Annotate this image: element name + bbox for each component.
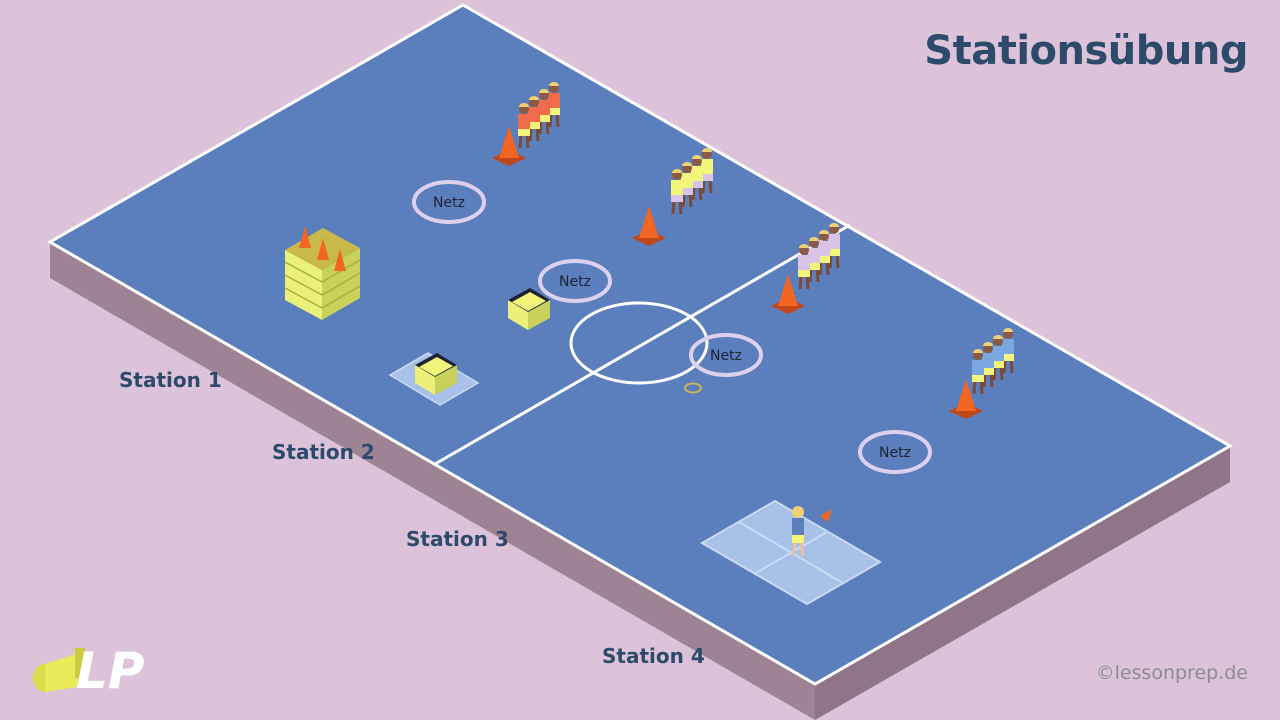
court-side-left: [50, 242, 815, 720]
net-ring-2: Netz: [538, 259, 612, 303]
copyright-text: ©lessonprep.de: [1095, 662, 1248, 684]
net-label-4: Netz: [879, 445, 911, 461]
net-label-1: Netz: [433, 195, 465, 211]
player-icon: [992, 335, 1004, 381]
player-icon: [528, 96, 540, 142]
small-ring-icon: [684, 382, 702, 394]
mat-icon: [700, 499, 882, 606]
whistle-icon: LP: [33, 642, 145, 700]
net-label-2: Netz: [559, 274, 591, 290]
player-icon: [671, 169, 683, 215]
player-icon: [982, 342, 994, 388]
player-icon: [791, 506, 832, 557]
court-side-right: [815, 446, 1230, 720]
cone-icon: [949, 379, 983, 419]
mat-with-box-icon: [388, 352, 480, 406]
player-icon: [828, 223, 840, 269]
player-groups: [518, 82, 1014, 557]
station-label-4: Station 4: [602, 644, 705, 668]
logo-text: LP: [76, 642, 145, 700]
cone-icon: [632, 206, 666, 246]
player-icon: [691, 155, 703, 201]
player-icon: [548, 82, 560, 128]
center-circle: [569, 301, 709, 385]
station-label-3: Station 3: [406, 527, 509, 551]
station-label-1: Station 1: [119, 368, 222, 392]
small-box-icon: [508, 288, 550, 330]
center-line: [434, 223, 851, 466]
cone-icon: [771, 274, 805, 314]
page-title: Stationsübung: [924, 28, 1248, 74]
cone-icon: [492, 126, 526, 166]
net-label-3: Netz: [710, 348, 742, 364]
player-icon: [798, 244, 810, 290]
player-icon: [701, 148, 713, 194]
net-ring-1: Netz: [412, 180, 486, 224]
player-icon: [518, 103, 530, 149]
player-icon: [808, 237, 820, 283]
player-icon: [681, 162, 693, 208]
player-icon: [1002, 328, 1014, 374]
player-icon: [538, 89, 550, 135]
net-ring-3: Netz: [689, 333, 763, 377]
player-icon: [818, 230, 830, 276]
player-icon: [972, 349, 984, 395]
station-label-2: Station 2: [272, 440, 375, 464]
vaulting-box-icon: [284, 226, 361, 320]
net-ring-4: Netz: [858, 430, 932, 474]
